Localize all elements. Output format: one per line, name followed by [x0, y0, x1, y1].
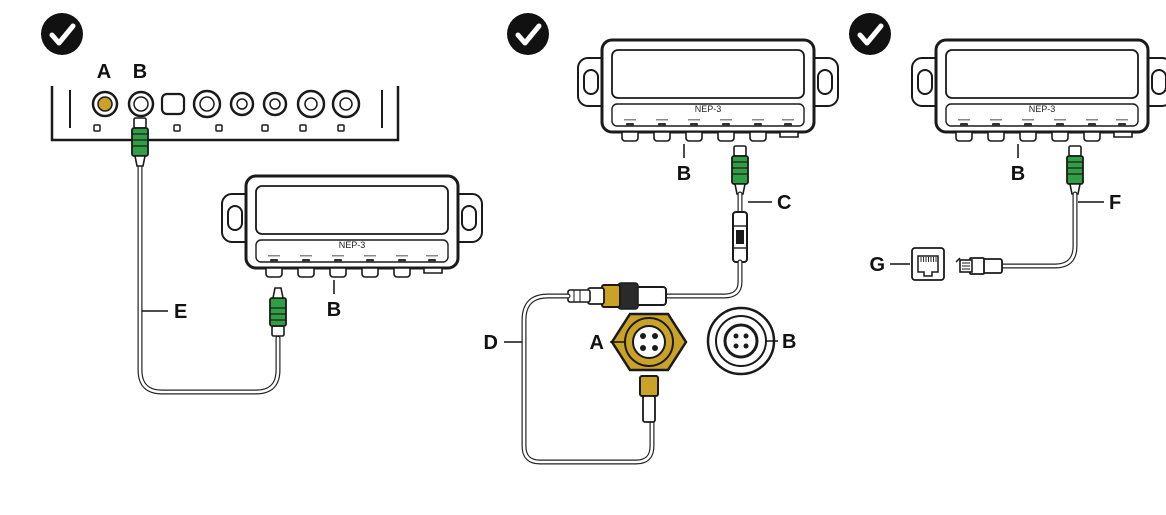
m12-connector-b	[706, 306, 776, 376]
label-e: E	[174, 301, 187, 323]
gold-connector-a	[610, 312, 688, 423]
checkmark-badge-icon	[41, 13, 83, 55]
label-b-connector: B	[782, 331, 796, 353]
switch-title: NEP-3	[695, 104, 722, 114]
label-d: D	[484, 332, 498, 354]
label-c: C	[777, 192, 791, 214]
label-b: B	[1011, 163, 1025, 185]
switch-title: NEP-3	[339, 240, 366, 250]
label-f: F	[1109, 192, 1121, 214]
green-connector	[269, 287, 287, 337]
green-connector	[131, 117, 149, 167]
checkmark-badge-icon	[849, 13, 891, 55]
panel-3: NEP-3 B F	[849, 13, 1166, 281]
green-connector	[731, 145, 749, 195]
label-b: B	[677, 163, 691, 185]
display-rear-panel	[50, 86, 400, 142]
adapter-chain	[567, 282, 667, 310]
nep3-switch: NEP-3	[576, 38, 840, 143]
rj45-plug	[955, 257, 1003, 275]
panel-1: A B E NEP-3 B	[41, 13, 484, 395]
label-g: G	[869, 254, 885, 276]
panel-2: NEP-3 B C	[484, 13, 840, 465]
label-b-switch: B	[327, 299, 341, 321]
checkmark-badge-icon	[507, 13, 549, 55]
nep3-switch: NEP-3	[910, 38, 1166, 143]
label-b: B	[133, 61, 147, 83]
green-connector	[1066, 145, 1084, 195]
nep3-switch: NEP-3	[220, 174, 484, 279]
inline-coupler	[732, 211, 748, 263]
label-a: A	[590, 332, 604, 354]
rj45-jack	[911, 247, 945, 281]
label-a: A	[97, 61, 111, 83]
switch-title: NEP-3	[1029, 104, 1056, 114]
